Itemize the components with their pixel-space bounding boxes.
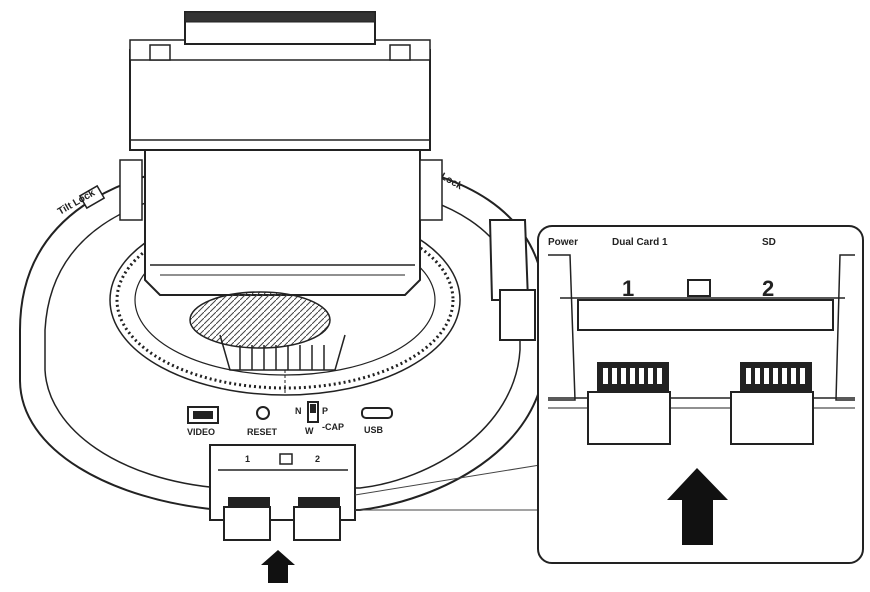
slot1-label: 1 (245, 454, 250, 464)
zoom-callout: Power Dual Card 1 SD 1 2 (537, 225, 864, 564)
lock-icon (279, 453, 293, 465)
up-arrow-icon (261, 550, 295, 583)
reset-button: RESET (247, 406, 278, 437)
zoom-slot1-label: 1 (622, 276, 634, 301)
sd-card-1-zoom (587, 362, 671, 445)
sd-card-1-small (223, 497, 271, 541)
video-port: VIDEO (187, 406, 219, 437)
switch-bottom-label: W (305, 426, 314, 436)
usb-label: USB (364, 425, 384, 435)
zoom-slot2-label: 2 (762, 276, 774, 301)
zoom-header-mid: Dual Card 1 (612, 237, 668, 248)
sd-card-2-small (293, 497, 341, 541)
zoom-header-left: Power (548, 237, 578, 248)
zoom-up-arrow-icon (667, 468, 728, 545)
callout-lines (354, 464, 541, 511)
zoom-lock-icon (687, 279, 711, 297)
sd-slot-small: 1 2 (209, 444, 356, 541)
port-panel: VIDEO RESET N P W -CAP USB (187, 401, 393, 437)
switch-left-label: N (295, 406, 302, 416)
heatsink (189, 291, 346, 395)
usb-port: USB (361, 407, 393, 435)
slot2-label: 2 (315, 454, 320, 464)
lens-module (119, 11, 443, 296)
video-label: VIDEO (187, 427, 215, 437)
zoom-header-right: SD (762, 237, 776, 248)
reset-label: RESET (247, 427, 278, 437)
sd-card-2-zoom (730, 362, 814, 445)
switch-side-label: -CAP (322, 422, 344, 432)
video-switch: N P W -CAP (295, 401, 344, 436)
switch-right-label: P (322, 406, 328, 416)
